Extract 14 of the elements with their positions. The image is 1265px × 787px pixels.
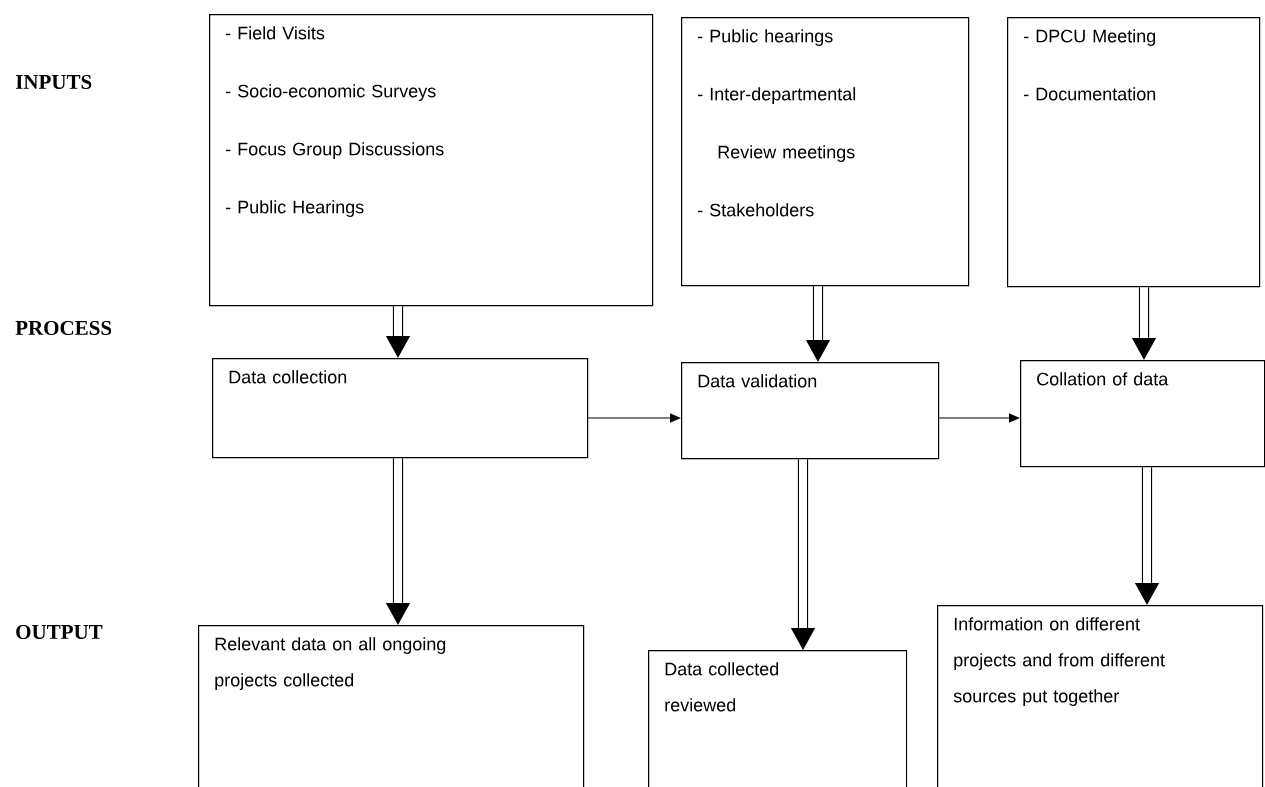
input-box: - Field Visits - Socio-economic Surveys - Focus Group Discussions - Public Hearings [209,14,654,307]
input-box: - DPCU Meeting - Documentation [1007,17,1261,288]
input-box: - Public hearings - Inter-departmental Review meetings - Stakeholders [681,17,970,287]
output-box: Information on different projects and from different sources put together [937,605,1264,787]
stage-label: INPUTS [15,74,92,90]
process-box: Collation of data [1020,360,1265,468]
process-box: Data validation [681,362,940,460]
stage-label: PROCESS [15,320,112,336]
stage-label: OUTPUT [16,624,103,640]
arrow [587,413,681,423]
arrow [938,413,1020,423]
process-box: Data collection [212,358,589,459]
output-box: Relevant data on all ongoing projects collected [198,625,585,787]
output-box: Data collected reviewed [648,650,908,787]
